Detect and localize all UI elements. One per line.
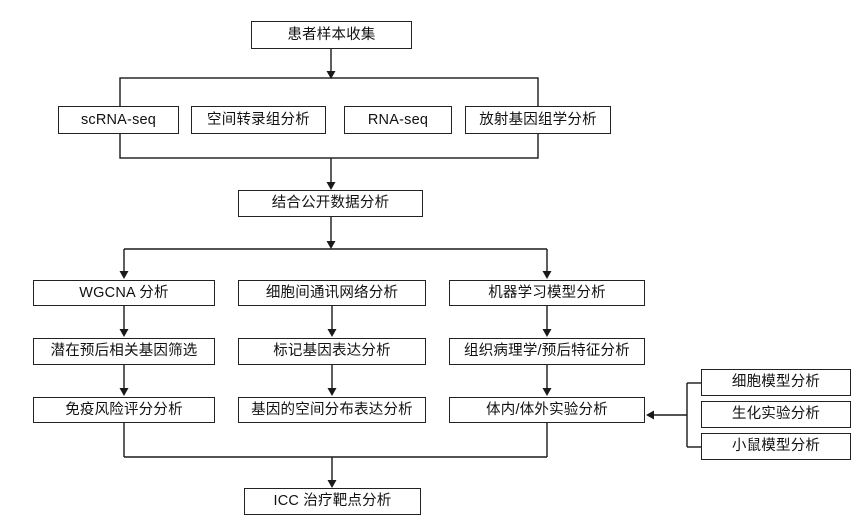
arrowhead-down-icon xyxy=(542,329,552,337)
node-cell-model: 细胞模型分析 xyxy=(701,369,851,396)
arrowhead-left-icon xyxy=(646,410,654,420)
node-mouse-model: 小鼠模型分析 xyxy=(701,433,851,460)
arrowhead-down-icon xyxy=(327,388,337,396)
node-histopathology: 组织病理学/预后特征分析 xyxy=(449,338,645,365)
node-immune-risk: 免疫风险评分分析 xyxy=(33,397,215,423)
node-invivo-invitro: 体内/体外实验分析 xyxy=(449,397,645,423)
node-patient-sample: 患者样本收集 xyxy=(251,21,412,49)
arrowhead-down-icon xyxy=(542,271,552,279)
arrowhead-down-icon xyxy=(326,71,336,79)
node-spatial-transcriptomics: 空间转录组分析 xyxy=(191,106,326,134)
arrowhead-down-icon xyxy=(119,271,129,279)
arrowhead-down-icon xyxy=(119,329,129,337)
node-rna-seq: RNA-seq xyxy=(344,106,452,134)
node-cell-communication: 细胞间通讯网络分析 xyxy=(238,280,426,306)
node-wgcna: WGCNA 分析 xyxy=(33,280,215,306)
node-marker-expression: 标记基因表达分析 xyxy=(238,338,426,365)
arrowhead-down-icon xyxy=(326,182,336,190)
arrowhead-down-icon xyxy=(327,480,337,488)
node-icc-target: ICC 治疗靶点分析 xyxy=(244,488,421,515)
node-prognosis-genes: 潜在预后相关基因筛选 xyxy=(33,338,215,365)
arrowhead-down-icon xyxy=(327,329,337,337)
arrowhead-down-icon xyxy=(119,388,129,396)
node-scrna-seq: scRNA-seq xyxy=(58,106,179,134)
node-biochem-experiment: 生化实验分析 xyxy=(701,401,851,428)
node-spatial-expression: 基因的空间分布表达分析 xyxy=(238,397,426,423)
node-public-data: 结合公开数据分析 xyxy=(238,190,423,217)
arrowhead-down-icon xyxy=(326,241,336,249)
node-machine-learning: 机器学习模型分析 xyxy=(449,280,645,306)
node-radiogenomics: 放射基因组学分析 xyxy=(465,106,611,134)
arrowhead-down-icon xyxy=(542,388,552,396)
